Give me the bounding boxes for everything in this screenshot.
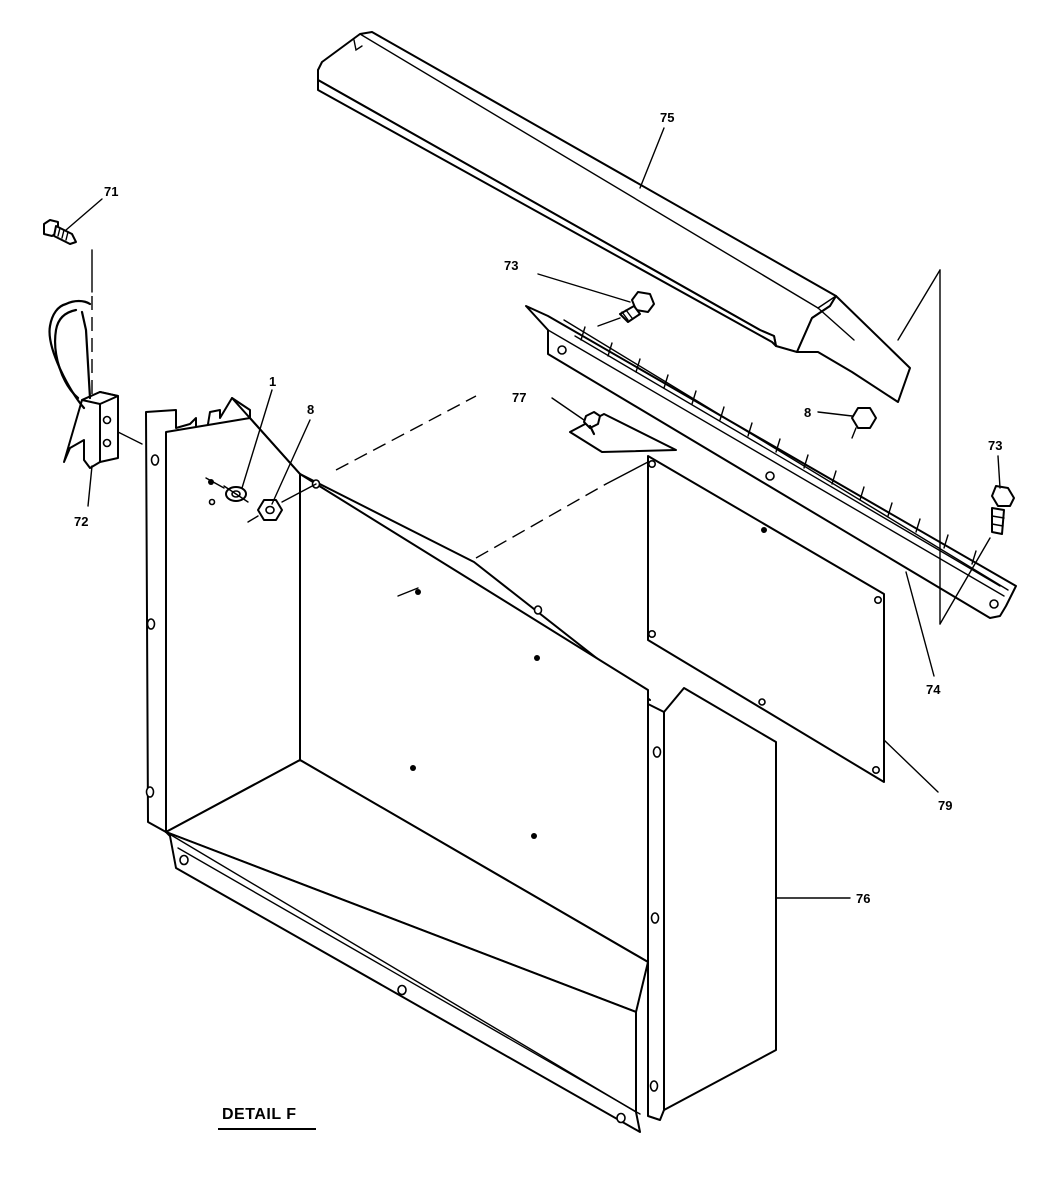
callout-74: 74 [926, 682, 941, 697]
part-73-bolt-top [620, 292, 654, 322]
part-8-nut-left [258, 500, 282, 520]
callout-76: 76 [856, 891, 870, 906]
callout-77: 77 [512, 390, 526, 405]
callout-72: 72 [74, 514, 88, 529]
part-8-nut-right [852, 408, 876, 438]
part-75-top-cover [318, 32, 910, 402]
part-71-screw [44, 220, 76, 244]
callout-73-right: 73 [988, 438, 1002, 453]
callout-71: 71 [104, 184, 118, 199]
callout-1: 1 [269, 374, 276, 389]
part-73-bolt-right [992, 486, 1014, 534]
part-72-bracket [50, 301, 118, 468]
callout-79: 79 [938, 798, 952, 813]
callout-8-right: 8 [804, 405, 811, 420]
callout-8-left: 8 [307, 402, 314, 417]
callout-75: 75 [660, 110, 674, 125]
callout-73-top: 73 [504, 258, 518, 273]
detail-title: DETAIL F [218, 1106, 316, 1129]
detail-title-text: DETAIL F [222, 1106, 297, 1123]
